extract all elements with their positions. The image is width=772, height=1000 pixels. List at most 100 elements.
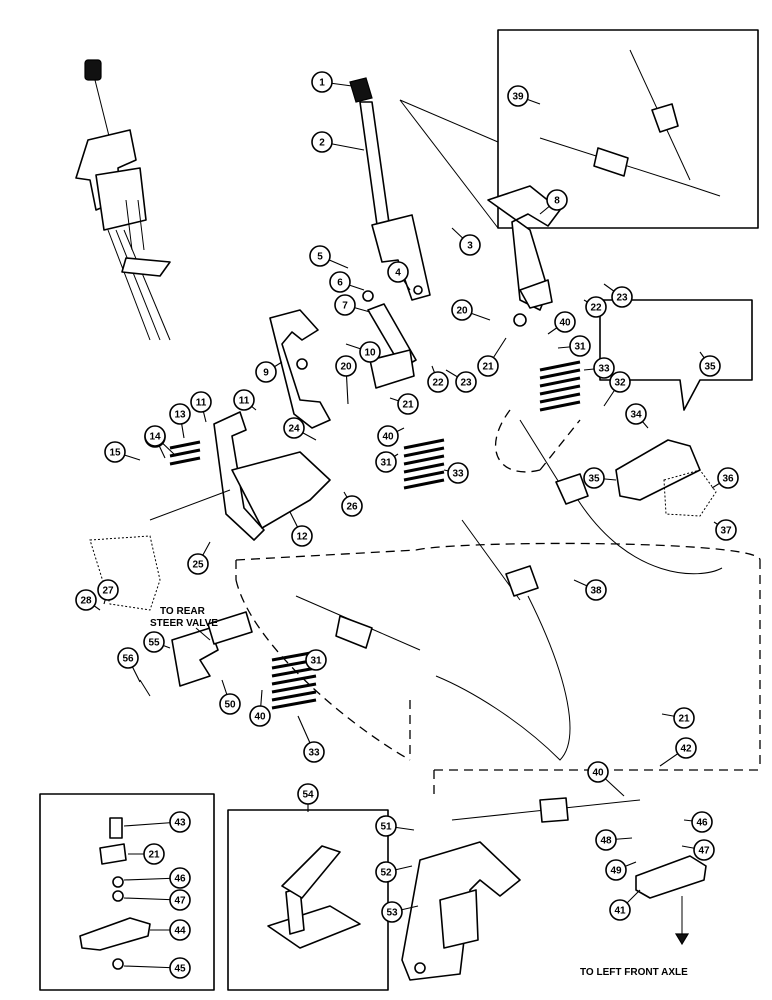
callout-circle — [717, 467, 739, 489]
callout-circle — [335, 355, 357, 377]
callout-circle — [427, 371, 449, 393]
callout-circle — [595, 829, 617, 851]
callout-52: 52 — [375, 861, 413, 883]
callout-circle — [455, 371, 477, 393]
callout-40a: 40 — [377, 425, 405, 447]
callout-number: 2 — [319, 138, 325, 149]
callout-number: 37 — [720, 526, 732, 537]
callout-4: 4 — [387, 261, 411, 291]
callout-circle — [305, 649, 327, 671]
springs — [169, 360, 581, 710]
callout-22a: 22 — [427, 365, 449, 393]
callout-47a: 47 — [123, 889, 191, 911]
callout-31b: 31 — [557, 335, 591, 357]
callout-number: 25 — [192, 560, 204, 571]
callout-37: 37 — [713, 519, 737, 541]
callout-circle — [605, 859, 627, 881]
callout-circle — [611, 286, 633, 308]
callout-35b: 35 — [583, 467, 617, 489]
callout-36: 36 — [711, 467, 739, 489]
callout-number: 44 — [174, 926, 186, 937]
callout-circle — [715, 519, 737, 541]
callout-5: 5 — [309, 245, 349, 269]
callout-31a: 31 — [375, 451, 399, 473]
callout-circle — [609, 371, 631, 393]
callout-circle — [569, 335, 591, 357]
callout-3: 3 — [451, 227, 481, 256]
callout-circle — [673, 707, 695, 729]
callout-circle — [585, 579, 607, 601]
callout-number: 11 — [239, 396, 250, 407]
callout-number: 54 — [302, 790, 314, 801]
callout-circle — [169, 403, 191, 425]
callout-circle — [377, 425, 399, 447]
link-7 — [362, 290, 417, 389]
callout-35a: 35 — [699, 351, 721, 377]
callout-53: 53 — [381, 901, 419, 923]
bracket-8 — [487, 185, 561, 327]
callout-circle — [397, 393, 419, 415]
callout-41: 41 — [609, 889, 641, 921]
callout-circle — [375, 861, 397, 883]
callout-circle — [381, 901, 403, 923]
callout-number: 24 — [288, 424, 300, 435]
callout-number: 9 — [263, 368, 269, 379]
callout-24: 24 — [283, 417, 317, 441]
callout-number: 20 — [340, 362, 352, 373]
callout-circle — [587, 761, 609, 783]
callout-circle — [699, 355, 721, 377]
callout-circle — [169, 919, 191, 941]
callout-circle — [169, 957, 191, 979]
shift-lever-assembly — [349, 77, 431, 301]
callout-circle — [97, 579, 119, 601]
callout-47b: 47 — [681, 839, 715, 861]
callout-23b: 23 — [603, 283, 633, 308]
callout-number: 39 — [512, 92, 524, 103]
callout-circle — [117, 647, 139, 669]
callout-21a: 21 — [389, 393, 419, 415]
callout-circle — [691, 811, 713, 833]
frame-outline-left — [89, 535, 161, 611]
callout-40d: 40 — [587, 761, 625, 797]
callout-circle — [187, 553, 209, 575]
callout-number: 23 — [460, 378, 472, 389]
callout-number: 11 — [196, 398, 207, 409]
callout-1: 1 — [311, 71, 353, 93]
callout-32: 32 — [603, 371, 631, 407]
left-front-axle-note: TO LEFT FRONT AXLE — [580, 967, 688, 978]
callout-number: 15 — [109, 448, 121, 459]
callout-40b: 40 — [547, 311, 576, 335]
callout-number: 6 — [337, 278, 343, 289]
callout-number: 21 — [148, 850, 160, 861]
callout-20b: 20 — [451, 299, 491, 321]
callout-44: 44 — [150, 919, 191, 941]
inset-39-frame — [399, 29, 759, 229]
callout-circle — [144, 425, 166, 447]
callout-circle — [311, 71, 333, 93]
callout-15: 15 — [104, 441, 141, 463]
callout-number: 21 — [482, 362, 494, 373]
callout-number: 46 — [696, 818, 708, 829]
callout-23a: 23 — [445, 369, 477, 393]
callout-number: 31 — [574, 342, 586, 353]
callout-number: 20 — [456, 306, 468, 317]
callout-number: 49 — [610, 866, 622, 877]
cables — [235, 409, 761, 823]
callout-circle — [546, 189, 568, 211]
callout-circle — [625, 403, 647, 425]
callout-number: 31 — [380, 458, 392, 469]
callout-51: 51 — [375, 815, 415, 837]
callout-circle — [375, 451, 397, 473]
callout-number: 50 — [224, 700, 236, 711]
callout-circle — [255, 361, 277, 383]
callout-circle — [387, 261, 409, 283]
bracket-55 — [139, 611, 253, 697]
callout-circle — [283, 417, 305, 439]
callout-31c: 31 — [295, 649, 327, 671]
callout-33b: 33 — [583, 357, 615, 379]
callout-49: 49 — [605, 859, 637, 881]
callout-circle — [329, 271, 351, 293]
callout-number: 48 — [600, 836, 612, 847]
callout-20a: 20 — [335, 355, 357, 405]
callout-8: 8 — [539, 189, 568, 215]
